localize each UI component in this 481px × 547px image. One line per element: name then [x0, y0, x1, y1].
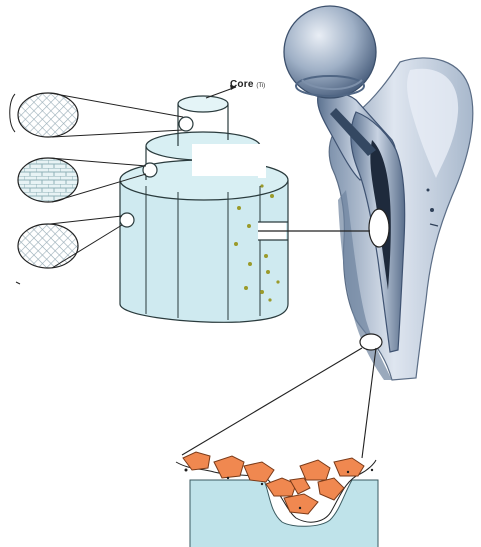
magnifier-middle-layer	[18, 158, 78, 202]
core-port-marker	[179, 117, 193, 131]
interface-inset	[176, 348, 378, 547]
outer-port-marker	[120, 213, 134, 227]
coating-cylinder-model	[120, 96, 288, 322]
prosthesis-head	[284, 6, 376, 98]
magnifier-core-layer	[18, 93, 78, 137]
middle-port-marker	[143, 163, 157, 177]
core-label: Core (Ti)	[230, 79, 265, 90]
magnifier-outer-layer	[18, 224, 78, 268]
stem-callout-marker	[369, 209, 389, 247]
femur-illustration	[284, 6, 473, 380]
core-label-main: Core	[230, 79, 254, 90]
core-label-sub: (Ti)	[256, 83, 265, 89]
tip-callout-marker	[360, 334, 382, 350]
